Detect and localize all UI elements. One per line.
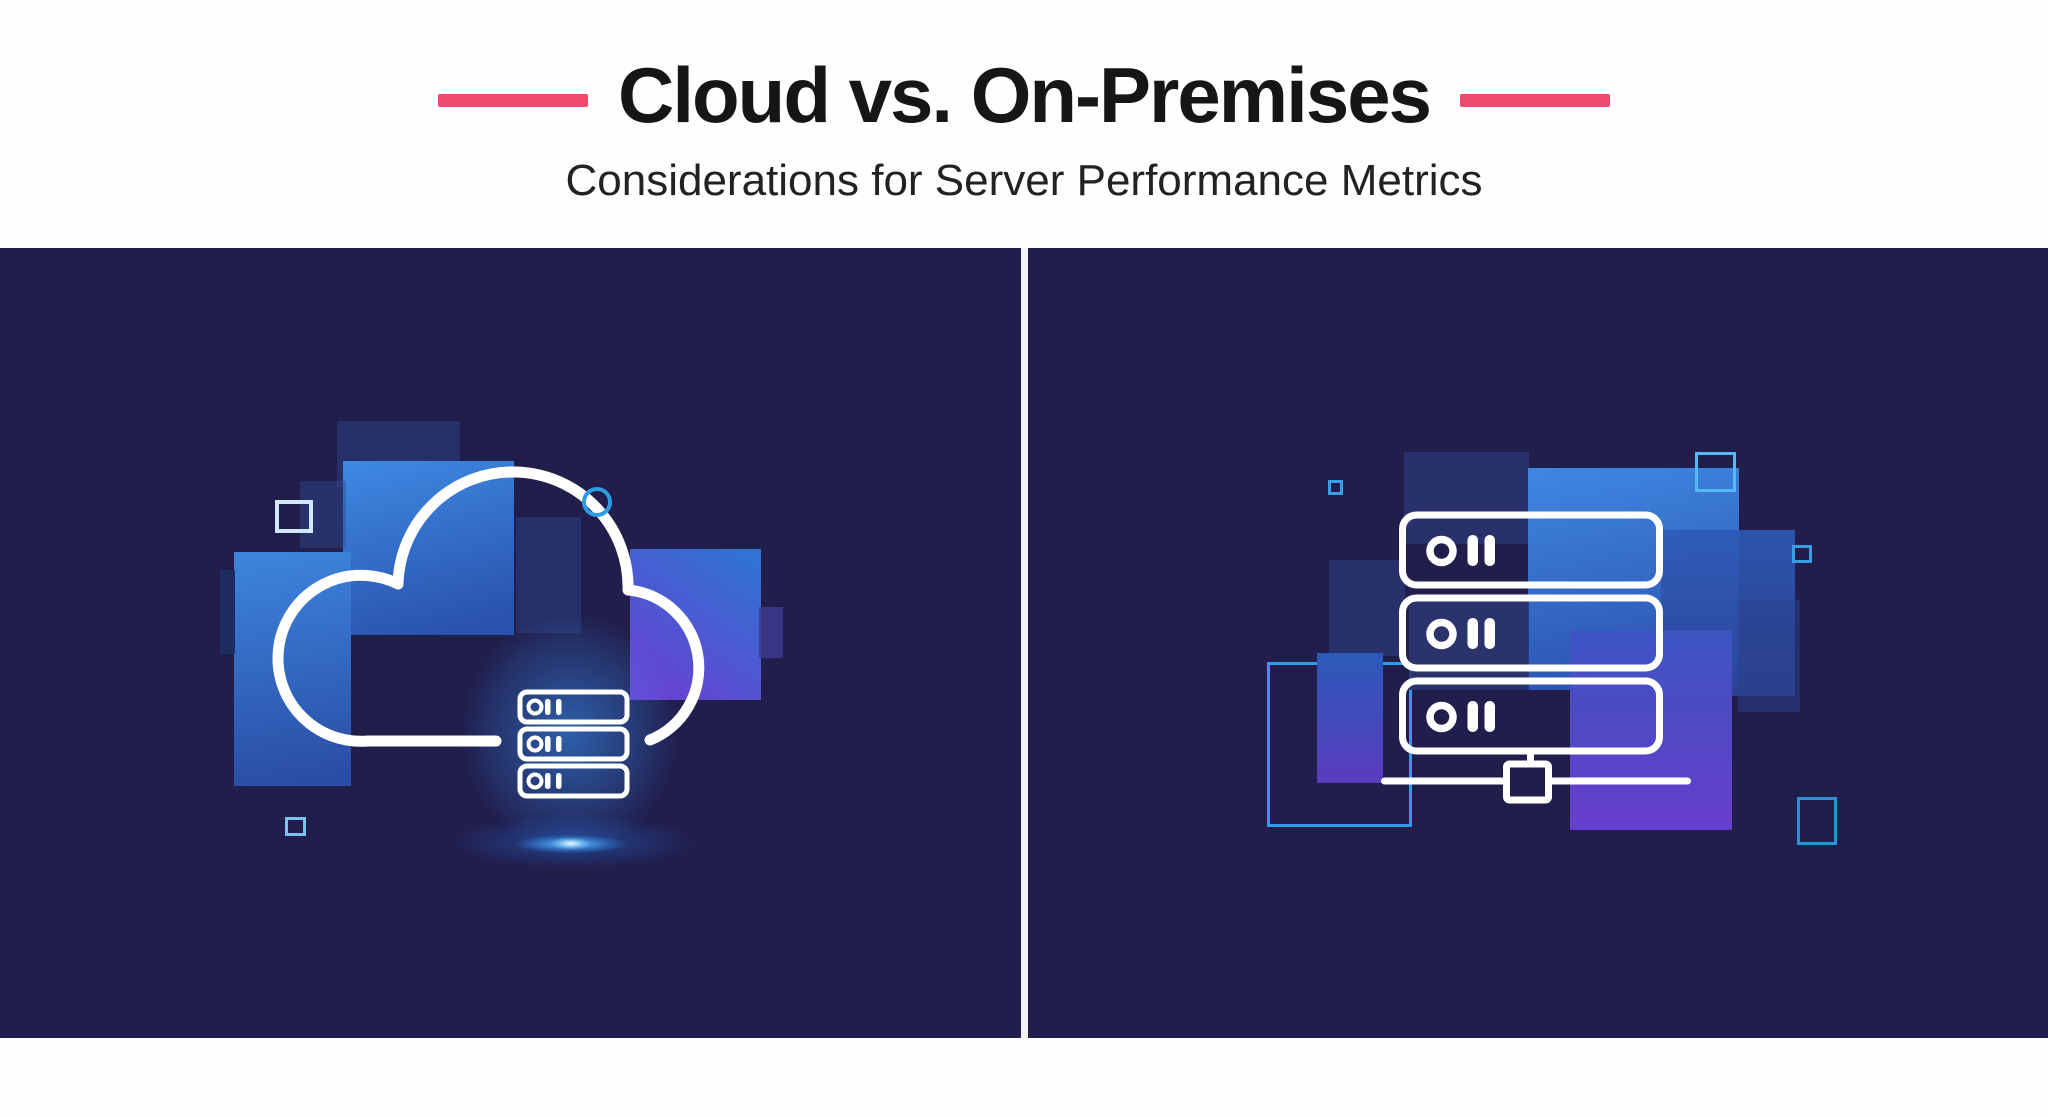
square-outline-icon <box>1328 480 1343 495</box>
panel-divider <box>1021 248 1028 1038</box>
cloud-outline <box>272 466 705 747</box>
square-outline-icon <box>285 817 306 836</box>
title-row: Cloud vs. On-Premises <box>0 0 2048 134</box>
platform-glow-dot <box>550 837 592 850</box>
network-node-icon <box>1381 751 1691 804</box>
square-outline-icon <box>1695 452 1736 492</box>
decor-rect <box>220 570 235 654</box>
square-outline-icon <box>1792 545 1812 563</box>
circle-outline-icon <box>582 487 612 517</box>
title-dash-right-icon <box>1459 93 1610 107</box>
decor-rect <box>759 607 783 658</box>
decor-rect <box>234 552 351 786</box>
decor-rect <box>1329 560 1405 656</box>
page-title: Cloud vs. On-Premises <box>618 51 1432 139</box>
server-rack-icon <box>1399 511 1663 755</box>
page-subtitle: Considerations for Server Performance Me… <box>565 156 1483 205</box>
square-outline-icon <box>275 500 313 533</box>
decor-rect <box>1404 452 1529 544</box>
server-rack-network-icon <box>1381 511 1691 804</box>
server-stack-icon <box>517 689 630 799</box>
cloud-panel <box>0 248 1021 1038</box>
cloud-server-icon <box>272 466 705 799</box>
decor-rect <box>1738 600 1800 712</box>
comparison-panels <box>0 248 2048 1038</box>
header: Cloud vs. On-Premises Considerations for… <box>0 0 2048 248</box>
title-dash-left-icon <box>438 93 589 107</box>
decor-rect <box>1317 653 1383 783</box>
onprem-panel <box>1028 248 2048 1038</box>
bottom-whitespace <box>0 1038 2048 1117</box>
square-outline-icon <box>1797 797 1837 845</box>
decor-rect <box>300 481 346 548</box>
